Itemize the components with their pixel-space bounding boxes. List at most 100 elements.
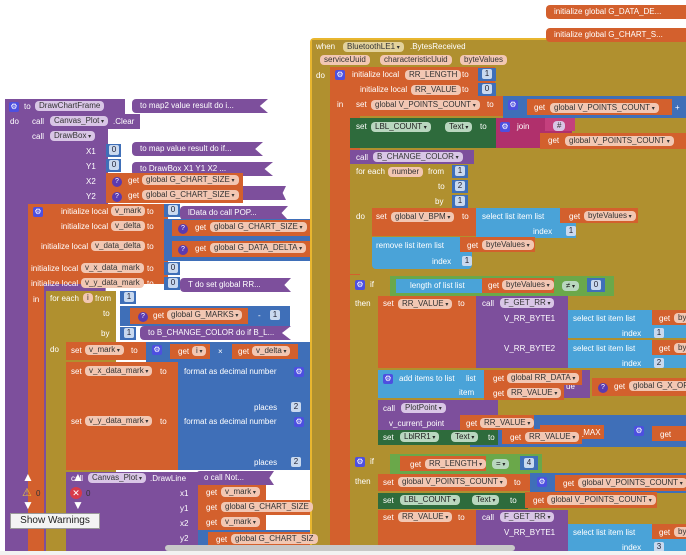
rr-value-getter[interactable]: RR_VALUE (525, 431, 580, 442)
text-property-dropdown[interactable]: Text (472, 494, 500, 505)
bytevalues-getter[interactable]: byt (674, 526, 686, 537)
number-3[interactable]: 3 (654, 542, 664, 552)
chart-size-dropdown[interactable]: global G_CHART_SIZE (221, 501, 313, 512)
number-2[interactable]: 2 (291, 457, 301, 467)
marks-dropdown[interactable]: global G_MARKS (167, 309, 243, 320)
neq-operator-dropdown[interactable]: ≠ (562, 280, 580, 291)
mutator-gear-icon[interactable]: ⚙ (508, 100, 518, 110)
bytevalues-getter[interactable]: byteValues (584, 210, 636, 221)
chart-size-dropdown[interactable]: global G_CHART_SIZE (142, 174, 239, 185)
rr-value-dropdown[interactable]: RR_VALUE (398, 298, 453, 309)
number-2[interactable]: 2 (291, 402, 301, 412)
bytevalues-getter[interactable]: byt (674, 312, 686, 323)
f-get-rr-dropdown[interactable]: F_GET_RR (500, 511, 555, 522)
canvas-plot-dropdown[interactable]: Canvas_Plot (88, 472, 147, 483)
lblrr1-dropdown[interactable]: LblRR1 (400, 431, 440, 442)
mutator-gear-icon[interactable]: ⚙ (294, 417, 304, 427)
collapsed-set-global-rr[interactable]: T do set global RR... (180, 278, 291, 292)
var-rr-value[interactable]: RR_VALUE (411, 84, 461, 95)
param-serviceuuid[interactable]: serviceUuid (320, 54, 370, 65)
data-delta-dropdown[interactable]: global G_DATA_DELTA (210, 242, 307, 253)
points-count-getter[interactable]: global V_POINTS_COUNT (550, 102, 659, 113)
bytevalues-getter[interactable]: byteValues (502, 279, 554, 290)
rr-value-getter[interactable]: RR_VALUE (507, 387, 562, 398)
drawbox-dropdown[interactable]: DrawBox (50, 130, 96, 141)
collapsed-drawbox[interactable]: to DrawBox X1 Y1 X2 ... (132, 162, 273, 176)
add-items-to-list-block[interactable] (378, 370, 488, 398)
v-mark-getter[interactable]: v_mark (221, 516, 260, 527)
collapsed-global-chart-size[interactable]: initialize global G_CHART_S... (546, 28, 686, 42)
b-change-color-dropdown[interactable]: B_CHANGE_COLOR (373, 151, 463, 162)
show-warnings-button[interactable]: Show Warnings (10, 513, 100, 529)
mutator-gear-icon[interactable]: ⚙ (500, 122, 510, 132)
collapsed-b-change-color[interactable]: to B_CHANGE_COLOR do if B_L... (140, 326, 291, 340)
var-rr-length[interactable]: RR_LENGTH (405, 69, 462, 80)
rr-length-getter[interactable]: RR_LENGTH (425, 458, 487, 469)
v-mark-getter[interactable]: v_mark (221, 486, 260, 497)
collapsed-global-data-delta[interactable]: initialize global G_DATA_DE... (546, 5, 686, 19)
remove-list-item-block[interactable] (372, 237, 472, 269)
v-mark-dropdown[interactable]: v_mark (85, 344, 124, 355)
number-4[interactable]: 4 (524, 458, 534, 468)
call-drawbox-block[interactable] (28, 129, 108, 204)
rr-data-getter[interactable]: global RR_DATA (507, 372, 580, 383)
var-v-delta[interactable]: v_delta (111, 220, 145, 231)
v-y-data-mark-dropdown[interactable]: v_y_data_mark (85, 415, 153, 426)
mutator-gear-icon[interactable]: ⚙ (335, 70, 345, 80)
ble-component-dropdown[interactable]: BluetoothLE1 (343, 41, 404, 52)
collapsed-map[interactable]: to map value result do if... (132, 142, 263, 156)
bytevalues-getter[interactable]: byteValues (482, 239, 534, 250)
number-1[interactable]: 1 (654, 328, 664, 338)
number-0[interactable]: 0 (168, 278, 178, 288)
points-count-dropdown[interactable]: global V_POINTS_COUNT (371, 99, 480, 110)
var-number[interactable]: number (388, 166, 424, 177)
eq-operator-dropdown[interactable]: = (492, 458, 510, 469)
text-property-dropdown[interactable]: Text (445, 121, 473, 132)
number-1[interactable]: 1 (566, 226, 576, 236)
number-0[interactable]: 0 (109, 145, 119, 155)
var-v-x-data-mark[interactable]: v_x_data_mark (81, 262, 144, 273)
mutator-gear-icon[interactable]: ⚙ (383, 374, 393, 384)
collapsed-call-not[interactable]: o call Not... (196, 471, 274, 485)
mutator-gear-icon[interactable]: ⚙ (634, 426, 644, 436)
var-v-y-data-mark[interactable]: v_y_data_mark (81, 277, 144, 288)
error-up-arrow-icon[interactable]: ▲ (72, 470, 84, 484)
points-count-getter[interactable]: global V_POINTS_COUNT (547, 494, 656, 505)
warning-up-arrow-icon[interactable]: ▲ (22, 470, 34, 484)
param-characteristicuuid[interactable]: characteristicUuid (380, 54, 452, 65)
procedure-name-field[interactable]: DrawChartFrame (35, 100, 105, 111)
mutator-gear-icon[interactable]: ⚙ (9, 102, 19, 112)
select-list-item-block[interactable] (476, 208, 576, 238)
number-0[interactable]: 0 (168, 205, 178, 215)
hash-string[interactable]: # (553, 120, 566, 131)
var-v-mark[interactable]: v_mark (111, 205, 146, 216)
var-i[interactable]: i (83, 292, 93, 303)
mutator-gear-icon[interactable]: ⚙ (294, 367, 304, 377)
format-decimal-block[interactable] (178, 362, 310, 418)
error-down-arrow-icon[interactable]: ▼ (72, 498, 84, 512)
lbl-count-dropdown[interactable]: LBL_COUNT (400, 494, 460, 505)
collapsed-fragment[interactable] (230, 186, 286, 200)
number-0[interactable]: 0 (591, 280, 601, 290)
var-v-data-delta[interactable]: v_data_delta (91, 240, 145, 251)
v-delta-getter[interactable]: v_delta (252, 345, 291, 356)
number-1[interactable]: 1 (482, 69, 492, 79)
collapsed-data-pop[interactable]: lData do call POP... (180, 206, 288, 220)
number-1[interactable]: 1 (124, 328, 134, 338)
mutator-gear-icon[interactable]: ⚙ (152, 345, 162, 355)
set-v-y-data-mark-block[interactable] (66, 418, 178, 470)
mutator-gear-icon[interactable]: ⚙ (537, 477, 547, 487)
collapsed-map2[interactable]: to map2 value result do i... (132, 99, 268, 113)
chart-size-dropdown[interactable]: global G_CHART_SIZE (210, 221, 307, 232)
number-0[interactable]: 0 (109, 160, 119, 170)
f-get-rr-dropdown[interactable]: F_GET_RR (500, 297, 555, 308)
number-1[interactable]: 1 (462, 256, 472, 266)
i-getter[interactable]: i (192, 345, 207, 356)
points-count-getter[interactable]: global V_POINTS_COUNT (565, 135, 674, 146)
mutator-gear-icon[interactable]: ⚙ (355, 280, 365, 290)
plotpoint-dropdown[interactable]: PlotPoint (401, 402, 446, 413)
text-property-dropdown[interactable]: Text (451, 431, 479, 442)
v-bpm-dropdown[interactable]: global V_BPM (391, 211, 455, 222)
lbl-count-dropdown[interactable]: LBL_COUNT (371, 121, 431, 132)
number-1[interactable]: 1 (455, 196, 465, 206)
